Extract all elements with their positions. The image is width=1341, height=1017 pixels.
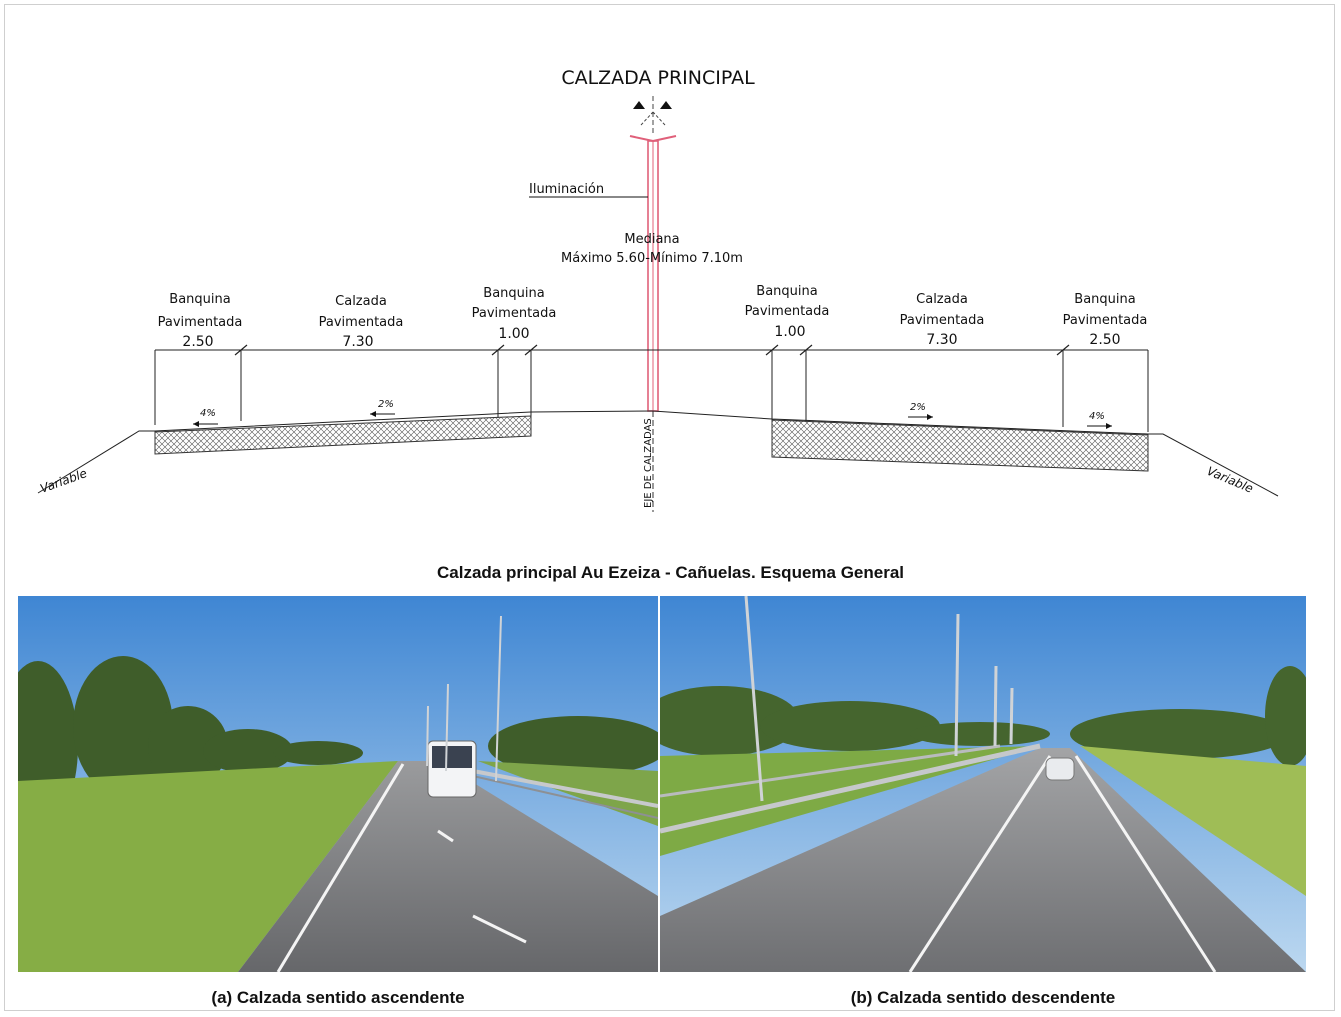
svg-text:Calzada: Calzada <box>335 294 387 309</box>
svg-text:Calzada: Calzada <box>916 292 968 307</box>
photo-descending <box>660 596 1306 972</box>
svg-text:Banquina: Banquina <box>169 292 230 307</box>
left-roadway-slope: 2% <box>370 399 395 417</box>
dimension-extension-lines <box>154 350 1149 432</box>
right-roadway-slope: 2% <box>908 402 933 420</box>
cross-section-drawing: CALZADA PRINCIPAL Iluminación Mediana Má… <box>37 67 1279 512</box>
axis-label: EJE DE CALZADAS <box>643 418 654 508</box>
left-shoulder-slope: 4% <box>193 408 218 427</box>
median-dims-label: Máximo 5.60-Mínimo 7.10m <box>561 251 743 266</box>
photo-b-caption: (b) Calzada sentido descendente <box>850 988 1116 1007</box>
svg-text:Banquina: Banquina <box>756 284 817 299</box>
right-shoulder-slope: 4% <box>1087 411 1112 429</box>
left-outer-shoulder-label: Banquina Pavimentada 2.50 <box>158 292 243 350</box>
svg-text:1.00: 1.00 <box>498 326 529 342</box>
svg-text:Pavimentada: Pavimentada <box>1063 313 1148 328</box>
lighting-label: Iluminación <box>529 182 604 197</box>
svg-text:4%: 4% <box>1089 411 1105 422</box>
svg-text:Pavimentada: Pavimentada <box>319 315 404 330</box>
left-surface-line <box>37 410 654 494</box>
svg-text:2%: 2% <box>378 399 394 410</box>
axis-arrow-markers <box>633 96 672 135</box>
svg-text:1.00: 1.00 <box>774 324 805 340</box>
left-variable-label: Variable <box>38 466 89 496</box>
right-pavement-layer <box>771 419 1149 472</box>
right-roadway-label: Calzada Pavimentada 7.30 <box>900 292 985 348</box>
svg-text:2.50: 2.50 <box>1089 332 1120 348</box>
svg-text:Pavimentada: Pavimentada <box>472 306 557 321</box>
svg-text:Pavimentada: Pavimentada <box>158 315 243 330</box>
photo-a-caption: (a) Calzada sentido ascendente <box>211 988 465 1007</box>
left-inner-shoulder-label: Banquina Pavimentada 1.00 <box>472 286 557 342</box>
svg-text:2%: 2% <box>910 402 926 413</box>
svg-text:Banquina: Banquina <box>483 286 544 301</box>
svg-text:Pavimentada: Pavimentada <box>900 313 985 328</box>
main-caption: Calzada principal Au Ezeiza - Cañuelas. … <box>436 563 905 582</box>
left-roadway-label: Calzada Pavimentada 7.30 <box>319 294 404 350</box>
drawing-title: CALZADA PRINCIPAL <box>561 67 755 89</box>
right-variable-label: Variable <box>1205 464 1255 496</box>
median-label: Mediana <box>624 232 679 247</box>
svg-text:Pavimentada: Pavimentada <box>745 304 830 319</box>
photo-ascending <box>18 596 658 972</box>
right-outer-shoulder-label: Banquina Pavimentada 2.50 <box>1063 292 1148 348</box>
svg-text:Banquina: Banquina <box>1074 292 1135 307</box>
svg-text:7.30: 7.30 <box>342 334 373 350</box>
svg-text:7.30: 7.30 <box>926 332 957 348</box>
svg-text:4%: 4% <box>200 408 216 419</box>
svg-text:2.50: 2.50 <box>182 334 213 350</box>
right-inner-shoulder-label: Banquina Pavimentada 1.00 <box>745 284 830 340</box>
right-surface-line <box>652 410 1279 497</box>
left-pavement-layer <box>154 415 532 455</box>
dimension-ticks <box>234 344 1070 356</box>
figure-frame <box>4 4 1335 1011</box>
